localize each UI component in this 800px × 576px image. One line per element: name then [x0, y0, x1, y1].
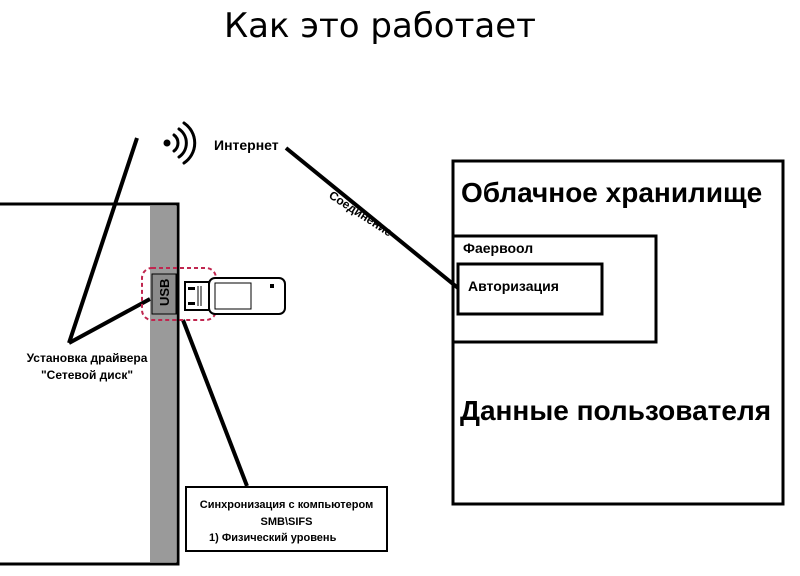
usb-stick-icon [184, 277, 286, 315]
cloud-storage-title: Облачное хранилище [461, 177, 763, 208]
driver-install-line2: "Сетевой диск" [40, 368, 134, 382]
driver-install-line1: Установка драйвера [26, 351, 148, 365]
computer-frame [0, 202, 180, 566]
usb-port-strip [150, 206, 176, 562]
authorization-label: Авторизация [468, 278, 559, 294]
sync-line [181, 319, 249, 487]
firewall-box [451, 234, 658, 344]
sync-line3: 1) Физический уровень [209, 532, 337, 544]
sync-box: Синхронизация с компьютером SMB\SIFS 1) … [185, 486, 388, 552]
wifi-signal-icon [163, 121, 197, 165]
user-data-label: Данные пользователя [460, 395, 772, 426]
authorization-box [456, 262, 604, 316]
driver-line-to-wifi [67, 137, 139, 344]
driver-install-label: Установка драйвера "Сетевой диск" [2, 350, 172, 384]
sync-line2: SMB\SIFS [260, 516, 313, 528]
driver-line-to-usb [68, 297, 151, 345]
usb-label-box [151, 273, 177, 315]
connection-line [284, 146, 460, 290]
page-title: Как это работает [224, 6, 536, 46]
firewall-label: Фаервоол [463, 240, 534, 256]
sync-line1: Синхронизация с компьютером [199, 499, 374, 511]
internet-label: Интернет [214, 137, 279, 153]
cloud-storage-box [451, 159, 785, 506]
usb-label: USB [157, 279, 172, 306]
